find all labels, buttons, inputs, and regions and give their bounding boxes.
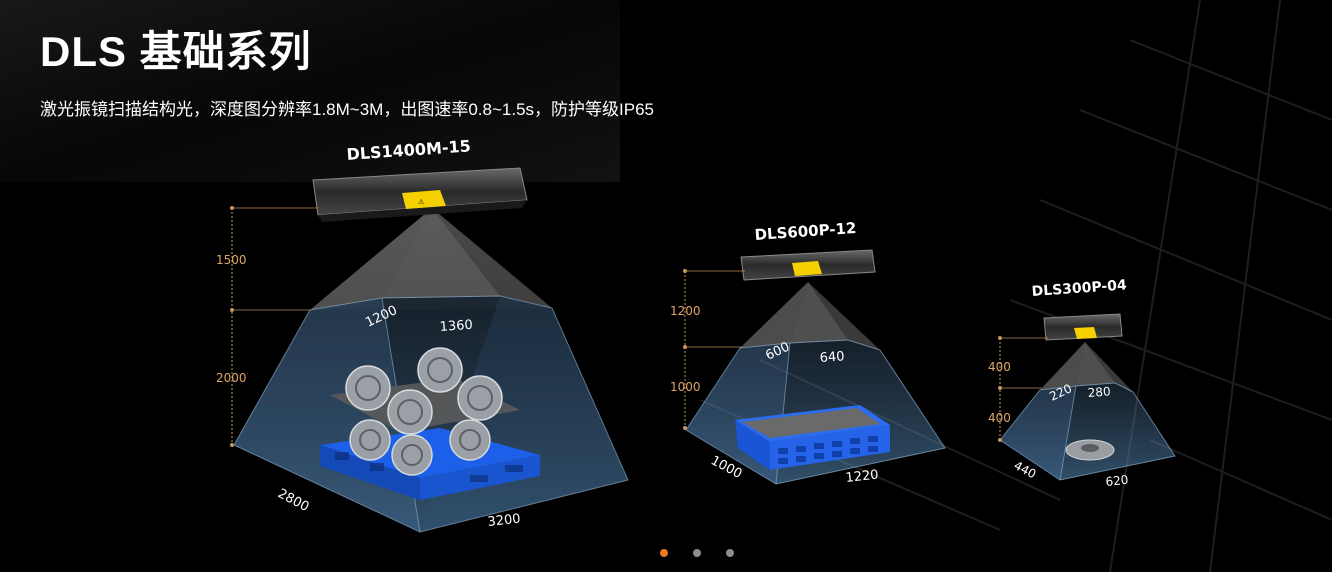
height-bottom-label: 2000 (216, 371, 247, 385)
model-name: DLS300P-04 (1031, 277, 1127, 300)
dls600p-camera-icon (740, 249, 876, 281)
carousel-dot-2[interactable] (693, 549, 701, 557)
height-bottom-label: 1000 (670, 380, 701, 394)
blue-bin-icon (735, 405, 890, 470)
carousel-dot-3[interactable] (726, 549, 734, 557)
height-top-label: 400 (988, 360, 1011, 374)
page-subtitle: 激光振镜扫描结构光，深度图分辨率1.8M~3M，出图速率0.8~1.5s，防护等… (40, 100, 654, 119)
near-depth-label: 1360 (439, 318, 473, 335)
carousel-pagination (660, 549, 734, 557)
product-dls300p: DLS300P-04 400 400 220 280 440 620 (988, 277, 1176, 489)
carousel-dot-1[interactable] (660, 549, 668, 557)
motor-pallet-icon (345, 347, 503, 476)
far-depth-label: 620 (1105, 473, 1129, 489)
far-depth-label: 1220 (845, 468, 879, 486)
near-depth-label: 640 (819, 349, 845, 366)
brake-disc-icon (1065, 439, 1115, 461)
height-top-label: 1500 (216, 253, 247, 267)
product-dls1400m: DLS1400M-15 (216, 136, 629, 533)
page-title: DLS 基础系列 (40, 28, 312, 75)
height-bottom-label: 400 (988, 411, 1011, 425)
height-top-label: 1200 (670, 304, 701, 318)
dls1400m-camera-icon: ⚠ (312, 167, 528, 222)
product-dls600p: DLS600P-12 1200 1000 600 (670, 219, 946, 486)
near-depth-label: 280 (1087, 384, 1111, 400)
dls300p-camera-icon (1043, 313, 1123, 341)
svg-text:⚠: ⚠ (418, 198, 425, 206)
far-depth-label: 3200 (487, 512, 521, 530)
